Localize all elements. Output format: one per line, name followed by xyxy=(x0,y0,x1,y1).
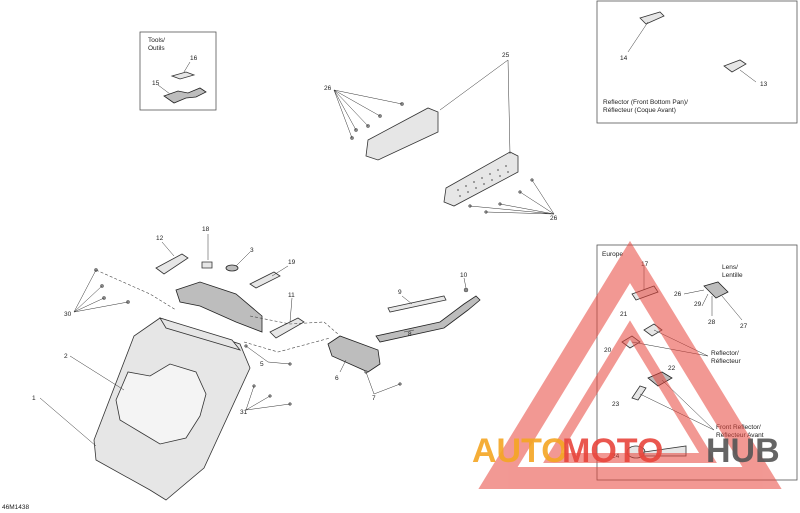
europe-part-17 xyxy=(631,285,659,301)
callout-19: 19 xyxy=(288,259,296,266)
callout-16: 16 xyxy=(190,55,198,62)
lens-label-line2: Lentille xyxy=(722,272,743,279)
front-reflector-line2: Réflecteur Avant xyxy=(716,432,764,439)
upper-plate-left xyxy=(365,107,439,161)
callout-18: 18 xyxy=(202,226,210,233)
callout-14: 14 xyxy=(620,55,628,62)
callout-15: 15 xyxy=(152,80,160,87)
callout-26-lower: 26 xyxy=(550,215,558,222)
callout-23: 23 xyxy=(612,401,620,408)
callout-17: 17 xyxy=(641,261,649,268)
part-18 xyxy=(201,261,213,269)
callout-28: 28 xyxy=(708,319,716,326)
callout-31: 31 xyxy=(240,409,248,416)
callout-22: 22 xyxy=(668,365,676,372)
reflector-part-14 xyxy=(639,11,665,25)
europe-part-22 xyxy=(647,371,673,387)
callout-8: 8 xyxy=(408,331,412,338)
callout-27: 27 xyxy=(740,323,748,330)
diagram-code: 46M1438 xyxy=(2,504,29,511)
callout-10: 10 xyxy=(460,272,468,279)
callout-30: 30 xyxy=(64,311,72,318)
callout-24: 24 xyxy=(612,453,620,460)
part-11 xyxy=(269,317,305,339)
callout-25: 25 xyxy=(502,52,510,59)
callout-1: 1 xyxy=(32,395,36,402)
callout-5: 5 xyxy=(260,361,264,368)
tool-part-16 xyxy=(170,71,196,80)
callout-12: 12 xyxy=(156,235,164,242)
europe-part-23 xyxy=(631,385,647,401)
callout-26-upper: 26 xyxy=(324,85,332,92)
callout-11: 11 xyxy=(288,292,295,299)
front-reflector-line1: Front Reflector/ xyxy=(716,424,761,431)
callout-7: 7 xyxy=(372,395,376,402)
part-10 xyxy=(463,287,469,293)
europe-part-24 xyxy=(626,445,646,459)
center-bracket xyxy=(175,281,263,333)
tools-title-line1: Tools/ xyxy=(148,37,165,44)
part-3 xyxy=(225,264,239,272)
europe-part-21 xyxy=(643,323,663,337)
europe-title: Europe xyxy=(602,251,623,258)
part-19 xyxy=(249,271,281,289)
europe-box xyxy=(596,244,798,481)
callout-13: 13 xyxy=(760,81,768,88)
lens-part-27 xyxy=(703,281,729,299)
tool-part-15 xyxy=(163,87,207,104)
reflector-box xyxy=(596,0,798,124)
reflector-label-line1: Reflector/ xyxy=(711,350,739,357)
tools-title-line2: Outils xyxy=(148,45,165,52)
lens-label-line1: Lens/ xyxy=(722,264,738,271)
upper-plate-right xyxy=(443,151,519,207)
reflector-box-line2: Réflecteur (Coque Avant) xyxy=(603,107,676,114)
reflector-box-line1: Reflector (Front Bottom Pan)/ xyxy=(603,99,688,106)
callout-20: 20 xyxy=(604,347,612,354)
europe-part-24-stem xyxy=(643,445,687,457)
reflector-label-line2: Réflecteur xyxy=(711,358,741,365)
strip-part-9 xyxy=(387,295,447,313)
callout-9: 9 xyxy=(398,289,402,296)
tools-box xyxy=(139,31,217,111)
callout-21: 21 xyxy=(620,311,628,318)
callout-26-europe: 26 xyxy=(674,291,682,298)
perforation-dots xyxy=(457,165,509,197)
callout-29: 29 xyxy=(694,301,702,308)
part-12 xyxy=(155,253,189,275)
grille-part-6 xyxy=(327,335,381,373)
reflector-part-13 xyxy=(723,59,747,73)
europe-part-20 xyxy=(621,335,641,349)
pan-cutout-2 xyxy=(115,363,207,445)
callout-6: 6 xyxy=(335,375,339,382)
callout-2: 2 xyxy=(64,353,68,360)
pan-top-rail xyxy=(159,317,242,351)
callout-3: 3 xyxy=(250,247,254,254)
